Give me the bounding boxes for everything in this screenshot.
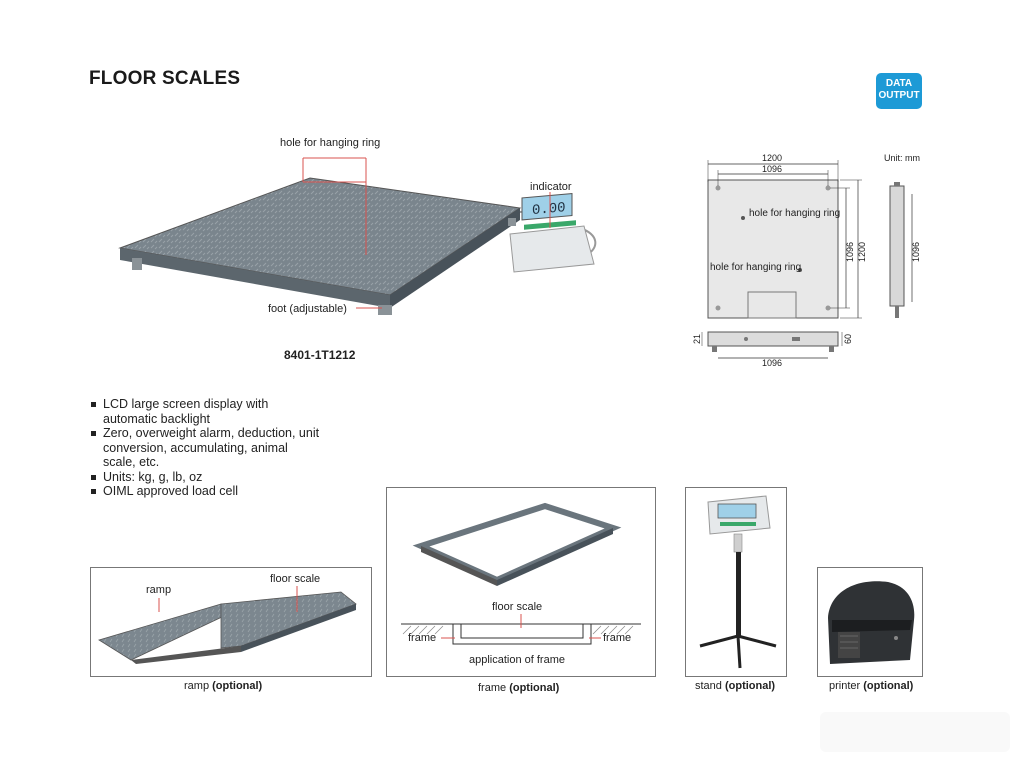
stand-bracket bbox=[733, 533, 743, 553]
feature-list: LCD large screen display with automatic … bbox=[90, 397, 320, 499]
printer-caption: printer (optional) bbox=[829, 680, 914, 692]
platform-side-right bbox=[390, 208, 520, 308]
stand-box bbox=[685, 487, 787, 677]
foot-right bbox=[508, 218, 516, 226]
frame-illustration bbox=[401, 502, 641, 645]
pit-outline bbox=[452, 624, 592, 645]
dim-bottom-left: 21 bbox=[692, 334, 702, 344]
indicator-lcd bbox=[521, 193, 573, 221]
front-view bbox=[707, 331, 839, 347]
ground-hatch-left bbox=[402, 625, 444, 635]
ground-hatch-right bbox=[592, 625, 634, 635]
top-view-cutout bbox=[747, 291, 797, 319]
frame-box bbox=[386, 487, 656, 677]
top-view-plate bbox=[707, 179, 839, 319]
data-output-badge: DATA OUTPUT bbox=[876, 73, 922, 109]
frame-left-label: frame bbox=[408, 632, 437, 644]
stand-leg-right bbox=[737, 634, 777, 648]
label-foot: foot (adjustable) bbox=[268, 303, 347, 315]
floor-scale-figure: 0.00 bbox=[110, 130, 630, 330]
feature-item: LCD large screen display with automatic … bbox=[90, 397, 320, 426]
floor-scale-illustration: 0.00 bbox=[118, 157, 597, 315]
ramp-caption: ramp (optional) bbox=[184, 680, 263, 692]
dim-right-outer: 1200 bbox=[857, 242, 867, 262]
stand-leg-left bbox=[699, 634, 739, 648]
pit-scale bbox=[460, 623, 584, 639]
dim-top-inner: 1096 bbox=[762, 164, 782, 174]
stand-caption: stand (optional) bbox=[695, 680, 776, 692]
page-title: FLOOR SCALES bbox=[89, 68, 241, 89]
frame-right-label: frame bbox=[603, 632, 632, 644]
side-view bbox=[889, 185, 905, 307]
model-number: 8401-1T1212 bbox=[284, 348, 356, 362]
ramp-box bbox=[90, 567, 372, 677]
indicator-body bbox=[509, 225, 595, 273]
stand-pole bbox=[736, 552, 741, 636]
ramp-label: ramp bbox=[146, 584, 172, 596]
dim-right-inner: 1096 bbox=[845, 242, 855, 262]
label-indicator: indicator bbox=[530, 181, 572, 193]
feature-item: Zero, overweight alarm, deduction, unit … bbox=[90, 426, 320, 470]
ramp-scale-shape bbox=[220, 591, 357, 649]
foot-front bbox=[378, 305, 392, 315]
dim-bottom-width: 1096 bbox=[762, 358, 782, 368]
badge-line-2: OUTPUT bbox=[878, 90, 920, 101]
unit-label: Unit: mm bbox=[884, 153, 920, 163]
badge-line-1: DATA bbox=[885, 78, 913, 89]
dim-top-outer: 1200 bbox=[762, 153, 782, 163]
frame-floor-scale-label: floor scale bbox=[492, 601, 543, 613]
ramp-floor-scale-label: floor scale bbox=[270, 573, 321, 585]
feature-item: Units: kg, g, lb, oz bbox=[90, 470, 320, 485]
indicator-reading: 0.00 bbox=[532, 200, 566, 219]
ramp-illustration bbox=[98, 586, 357, 664]
dimension-drawing: 1200 1096 1096 1200 1096 21 60 1096 bbox=[690, 150, 940, 370]
printer-illustration bbox=[828, 581, 915, 664]
dim-bottom-right: 60 bbox=[843, 334, 853, 344]
dim-hole-label-1: hole for hanging ring bbox=[749, 208, 841, 219]
frame-caption: frame (optional) bbox=[478, 682, 560, 694]
stand-illustration bbox=[699, 495, 777, 669]
dimension-drawing-svg: 1200 1096 1096 1200 1096 21 60 1096 bbox=[692, 153, 921, 368]
dim-side-height: 1096 bbox=[911, 242, 921, 262]
foot-left bbox=[132, 258, 142, 270]
label-hole-for-hanging-ring: hole for hanging ring bbox=[280, 137, 381, 149]
feature-item: OIML approved load cell bbox=[90, 484, 320, 499]
watermark-area bbox=[820, 712, 1010, 752]
platform-top bbox=[118, 177, 522, 296]
printer-box bbox=[817, 567, 923, 677]
frame-application-label: application of frame bbox=[469, 654, 565, 666]
platform-side-front bbox=[120, 248, 390, 308]
dim-hole-label-2: hole for hanging ring bbox=[710, 262, 802, 273]
stand-leg-front bbox=[736, 635, 742, 669]
